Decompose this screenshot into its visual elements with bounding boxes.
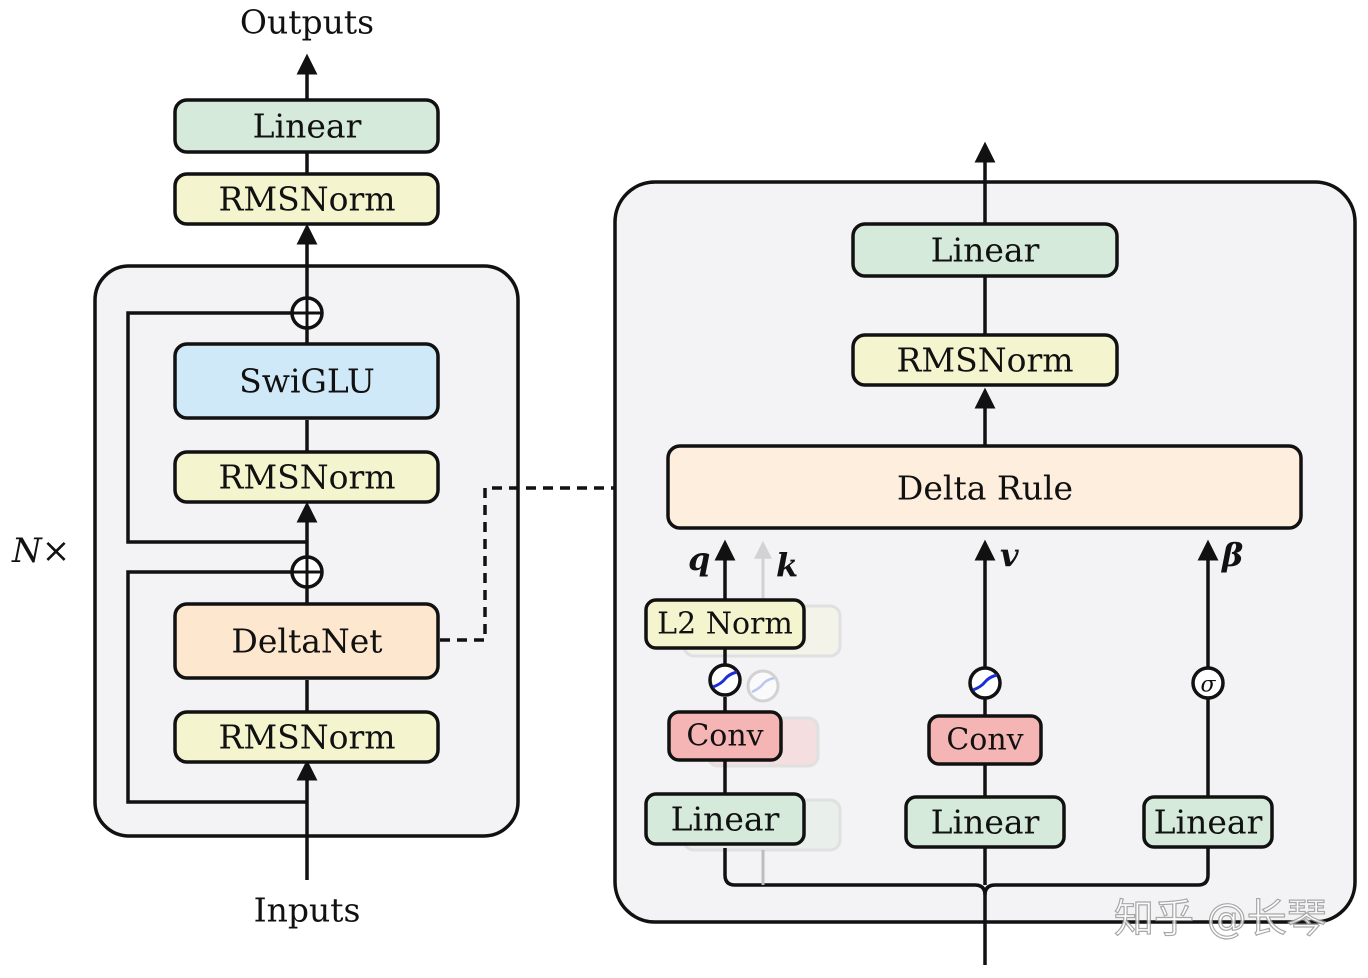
outputs-label: Outputs — [240, 3, 374, 42]
left-rmsnorm-top-box — [173, 172, 440, 226]
linear-q-box — [644, 792, 806, 846]
activation-v-icon — [968, 666, 1002, 700]
left-rmsnorm-mid-label: RMSNorm — [218, 458, 395, 497]
left-rmsnorm-bottom-label: RMSNorm — [218, 718, 395, 757]
k-label: k — [776, 546, 798, 584]
input-branch-beta — [983, 848, 1210, 896]
left-rmsnorm-top-label: RMSNorm — [218, 180, 395, 219]
conv-v-label: Conv — [946, 723, 1023, 758]
residual-loop-1 — [126, 570, 307, 804]
right-detail: Linear Conv L2 Norm q k Linear Conv v Li… — [613, 141, 1357, 965]
dashed-connector — [440, 486, 652, 642]
q-label: q — [688, 540, 710, 578]
l2norm-label: L2 Norm — [657, 607, 793, 642]
linear-q-label: Linear — [671, 800, 780, 839]
linear-beta-label: Linear — [1154, 803, 1263, 842]
sigma-label: σ — [1200, 673, 1216, 698]
repeat-label: N× — [11, 531, 70, 571]
inputs-label: Inputs — [254, 891, 361, 930]
watermark: 知乎 @长琴 — [1114, 896, 1327, 942]
beta-label: β — [1221, 536, 1243, 574]
left-linear-label: Linear — [253, 107, 362, 146]
left-rmsnorm-bottom-box — [173, 710, 440, 764]
right-linear-label: Linear — [931, 231, 1040, 270]
conv-q-box — [667, 710, 783, 762]
delta-rule-label: Delta Rule — [897, 469, 1073, 508]
deltanet-box — [173, 602, 440, 680]
residual-loop-2 — [126, 311, 307, 544]
l2norm-box — [644, 598, 806, 650]
left-stack: Linear RMSNorm SwiGLU RMSNorm DeltaNet R… — [11, 3, 520, 930]
swiglu-label: SwiGLU — [239, 362, 375, 401]
conv-v-box — [927, 714, 1043, 766]
v-label: v — [1000, 536, 1019, 574]
linear-beta-box — [1142, 795, 1274, 849]
linear-v-box — [904, 795, 1066, 849]
right-rmsnorm-label: RMSNorm — [896, 341, 1073, 380]
swiglu-box — [173, 342, 440, 420]
activation-q-icon — [708, 663, 742, 697]
left-linear-box — [173, 98, 440, 154]
add-node-2 — [290, 296, 324, 330]
add-node-1 — [290, 555, 324, 589]
conv-q-label: Conv — [686, 719, 763, 754]
deltanet-label: DeltaNet — [231, 622, 382, 661]
left-rmsnorm-mid-box — [173, 450, 440, 504]
sigma-icon: σ — [1191, 666, 1225, 700]
linear-v-label: Linear — [931, 803, 1040, 842]
